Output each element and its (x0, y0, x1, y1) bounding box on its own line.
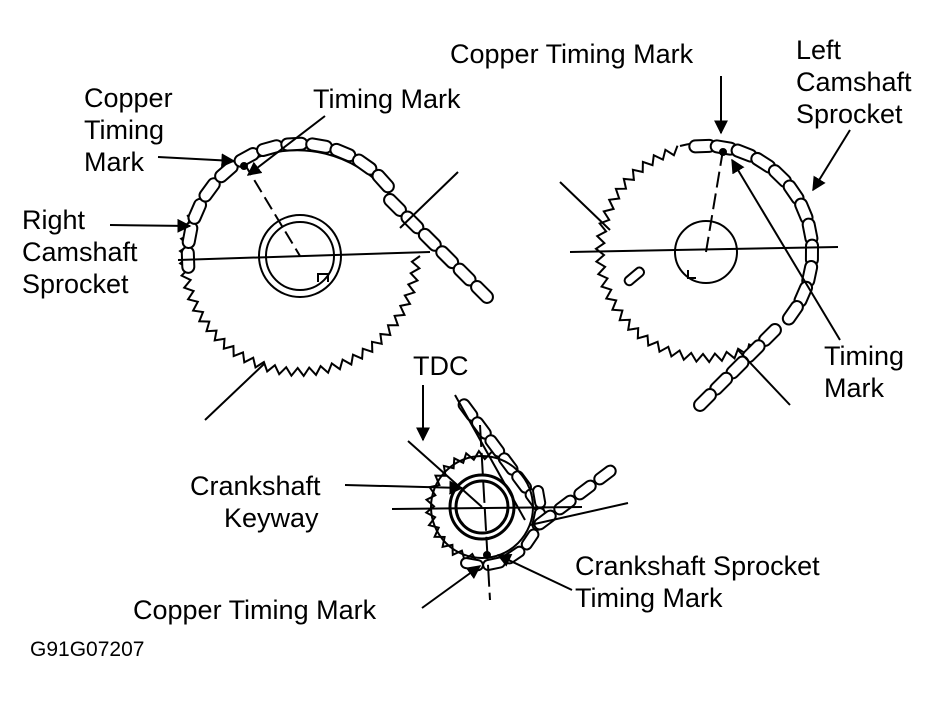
right-sprocket-teeth (178, 214, 422, 378)
arrow-left-timing (731, 158, 841, 341)
left-sprocket-centerline (569, 246, 839, 253)
right-sprocket-timing-line (243, 162, 301, 257)
right-copper-timing-mark-label: Copper Timing Mark (84, 83, 173, 177)
right-sprocket-diagonal-lower (204, 363, 265, 421)
left-timing-dot (719, 148, 727, 156)
left-camshaft-sprocket-label: Left Camshaft Sprocket (796, 35, 912, 129)
left-sprocket-hub-notch (687, 270, 696, 279)
crank-chain-line-b (529, 502, 629, 526)
chain-link (371, 168, 395, 194)
left-sprocket-teeth (594, 145, 770, 364)
crankshaft-keyway-label: Crankshaft Keyway (190, 471, 321, 533)
crank-chain-line-a (454, 394, 526, 521)
left-sprocket-diagonal (559, 181, 611, 231)
left-sprocket-hub (674, 220, 738, 284)
crank-vertical-centerline (479, 424, 491, 601)
arrow-keyway (344, 480, 464, 495)
arrow-crank-sprocket-mark (496, 554, 573, 591)
right-sprocket-hub-outer (258, 214, 342, 298)
chain-link (593, 464, 617, 486)
crank-horizontal-centerline (391, 506, 583, 510)
figure-reference-code: G91G07207 (30, 638, 145, 661)
chain-link (470, 280, 494, 304)
left-sprocket-chain-line (737, 349, 791, 406)
arrow-left-sprocket (812, 129, 851, 192)
arrow-right-timing (246, 115, 326, 176)
left-sprocket-timing-line (705, 149, 724, 253)
arrow-crank-copper (421, 565, 482, 609)
crank-copper-timing-mark-label: Copper Timing Mark (133, 595, 377, 625)
crankshaft-sprocket-timing-mark-label: Crankshaft Sprocket Timing Mark (575, 551, 820, 613)
chain-link (460, 557, 484, 572)
right-sprocket-centerline (177, 251, 431, 261)
tdc-label: TDC (413, 351, 469, 381)
right-sprocket-hub-notch (317, 273, 329, 282)
right-camshaft-sprocket-label: Right Camshaft Sprocket (22, 205, 138, 299)
chain-link (256, 139, 284, 157)
right-sprocket-diagonal-upper (399, 171, 459, 229)
crank-timing-dot (483, 551, 491, 559)
crank-tdc-line (407, 440, 483, 508)
chain-link (693, 388, 717, 412)
left-copper-timing-mark-label: Copper Timing Mark (450, 39, 694, 69)
right-timing-dot (240, 162, 248, 170)
left-timing-mark-label: Timing Mark (824, 341, 905, 403)
left-sprocket-slot (623, 266, 646, 287)
chain-link (781, 300, 804, 326)
arrow-right-copper (157, 153, 236, 168)
arrow-right-sprocket (109, 218, 192, 233)
right-timing-mark-label: Timing Mark (313, 84, 461, 114)
